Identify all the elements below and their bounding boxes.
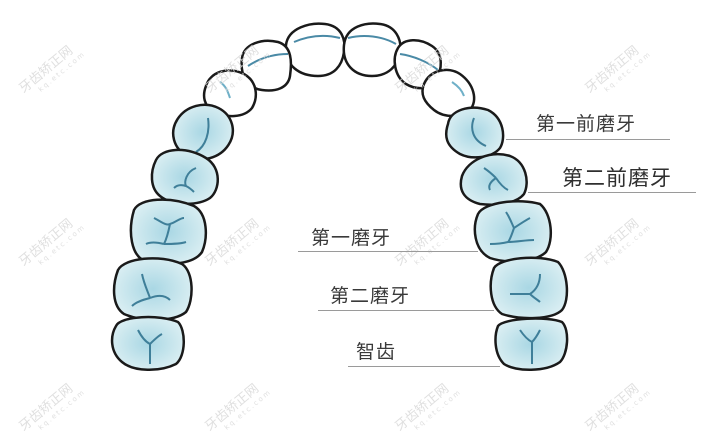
first-premolar-right (444, 106, 505, 159)
central-incisor-left (284, 22, 346, 78)
first-premolar-left (171, 103, 235, 161)
wisdom-tooth-right (494, 317, 569, 371)
label-first-premolar: 第一前磨牙 (536, 113, 637, 135)
wisdom-tooth-left (110, 315, 185, 371)
leader-line-first-premolar (506, 139, 670, 140)
second-premolar-right (459, 153, 528, 206)
second-molar-right (489, 256, 569, 320)
first-molar-left (129, 198, 208, 266)
label-second-molar: 第二磨牙 (330, 285, 411, 307)
second-molar-left (112, 257, 193, 322)
second-premolar-left (150, 148, 219, 205)
tooth-arch-illustration (110, 22, 569, 371)
leader-line-second-premolar (528, 192, 696, 193)
leader-line-first-molar (298, 251, 478, 252)
label-wisdom-tooth: 智齿 (356, 341, 397, 363)
label-second-premolar: 第二前磨牙 (562, 166, 672, 190)
central-incisor-right (342, 22, 402, 78)
label-first-molar: 第一磨牙 (311, 227, 392, 249)
first-molar-right (473, 200, 553, 263)
canine-left (202, 69, 258, 118)
leader-line-second-molar (318, 310, 494, 311)
leader-line-wisdom-tooth (348, 366, 500, 367)
